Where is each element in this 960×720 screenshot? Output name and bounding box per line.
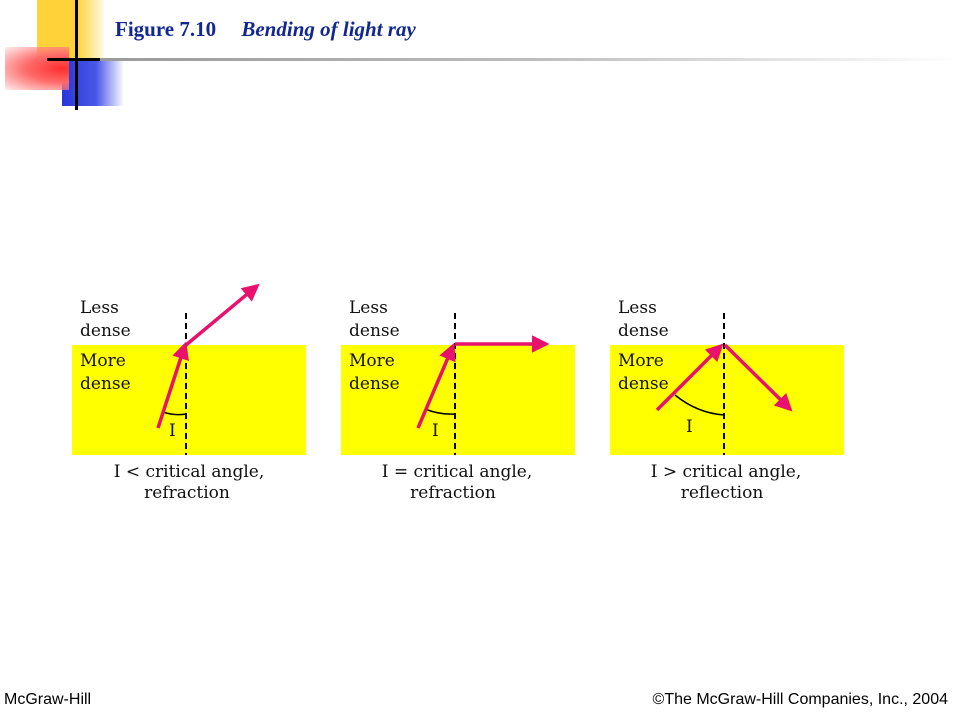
figure-number: Figure 7.10 xyxy=(115,17,217,41)
more-dense-label-line2: dense xyxy=(618,374,669,394)
more-dense-label-line1: More xyxy=(618,351,664,371)
incidence-angle-arc xyxy=(162,411,187,416)
deco-blue-square xyxy=(62,60,124,106)
panel-equal-critical: Less dense More dense I I = critical ang… xyxy=(341,298,575,503)
caption-line2: refraction xyxy=(144,483,230,503)
caption-line1: I > critical angle, xyxy=(651,462,802,482)
panel-less-than-critical: Less dense More dense I I < critical ang… xyxy=(72,283,306,503)
title-underline xyxy=(100,58,960,61)
reflected-ray xyxy=(723,343,793,412)
incident-ray xyxy=(156,341,189,429)
less-dense-label-line2: dense xyxy=(349,321,400,341)
refracted-ray xyxy=(184,283,260,347)
dense-medium xyxy=(610,345,844,455)
angle-label: I xyxy=(686,417,693,437)
more-dense-label-line1: More xyxy=(349,351,395,371)
more-dense-label-line2: dense xyxy=(349,374,400,394)
incident-ray xyxy=(416,342,456,429)
deco-red-square xyxy=(5,47,69,90)
deco-vertical-line xyxy=(75,0,78,110)
panel-greater-than-critical: Less dense More dense I I > critical ang… xyxy=(610,298,844,503)
angle-label: I xyxy=(432,421,439,441)
corner-decoration xyxy=(0,0,130,110)
figure-title: Figure 7.10 Bending of light ray xyxy=(115,17,416,42)
deco-horizontal-line xyxy=(47,58,107,61)
less-dense-label-line1: Less xyxy=(80,298,119,318)
more-dense-label-line1: More xyxy=(80,351,126,371)
dense-medium xyxy=(72,345,306,455)
caption-line2: reflection xyxy=(681,483,764,503)
dense-medium xyxy=(341,345,575,455)
caption-line2: refraction xyxy=(410,483,496,503)
angle-label: I xyxy=(169,421,176,441)
footer-copyright: ©The McGraw-Hill Companies, Inc., 2004 xyxy=(652,691,948,708)
less-dense-label-line1: Less xyxy=(349,298,388,318)
less-dense-label-line1: Less xyxy=(618,298,657,318)
less-dense-label-line2: dense xyxy=(80,321,131,341)
footer-publisher: McGraw-Hill xyxy=(4,691,92,708)
incidence-angle-arc xyxy=(674,394,725,416)
incident-ray xyxy=(655,343,724,412)
less-dense-label-line2: dense xyxy=(618,321,669,341)
more-dense-label-line2: dense xyxy=(80,374,131,394)
figure-caption: Bending of light ray xyxy=(241,17,416,41)
caption-line1: I = critical angle, xyxy=(382,462,533,482)
caption-line1: I < critical angle, xyxy=(114,462,265,482)
